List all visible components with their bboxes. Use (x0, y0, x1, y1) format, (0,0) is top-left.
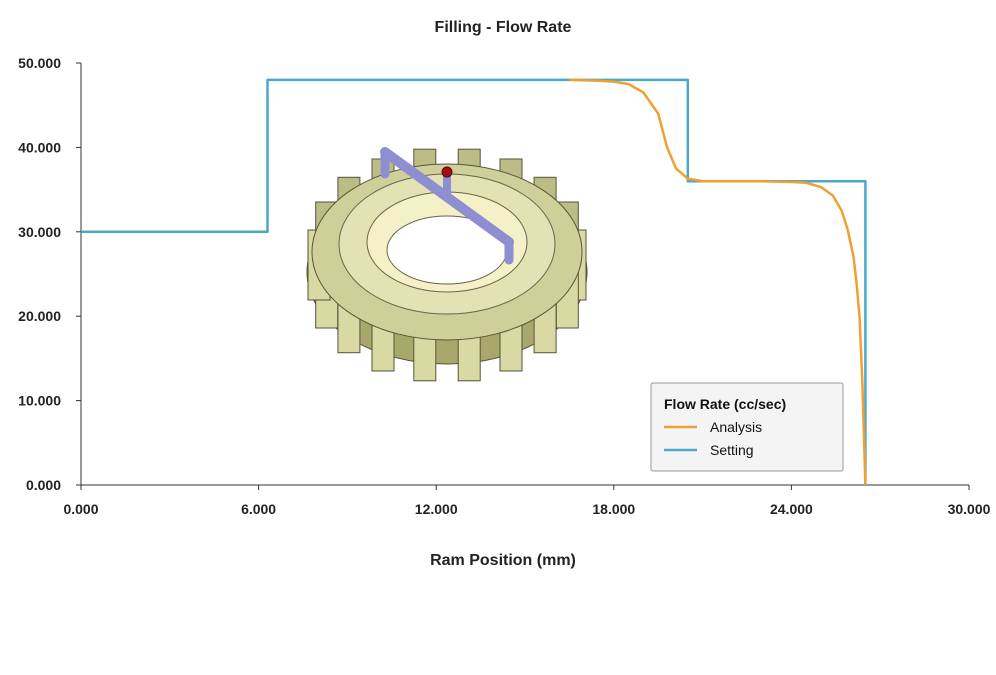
y-axis-ticks: 0.000 10.000 20.000 30.000 40.000 50.000 (18, 55, 81, 493)
x-tick-label: 6.000 (241, 501, 276, 517)
x-axis-ticks: 0.000 6.000 12.000 18.000 24.000 30.000 (63, 485, 991, 517)
legend-box (650, 382, 844, 472)
legend: Flow Rate (cc/sec) Analysis Setting (650, 382, 844, 472)
x-tick-label: 0.000 (63, 501, 98, 517)
legend-title: Flow Rate (cc/sec) (664, 396, 786, 412)
axes (80, 63, 969, 486)
x-tick-label: 30.000 (948, 501, 991, 517)
y-tick-label: 50.000 (18, 55, 61, 71)
x-tick-label: 18.000 (592, 501, 635, 517)
x-axis-label: Ram Position (mm) (430, 552, 576, 569)
series-line-setting (81, 78, 867, 485)
y-tick-label: 30.000 (18, 224, 61, 240)
chart-title: Filling - Flow Rate (435, 19, 572, 36)
gear-part-model-icon (306, 147, 588, 382)
series-layer (81, 78, 867, 486)
x-tick-label: 24.000 (770, 501, 813, 517)
series-line-analysis (569, 78, 867, 486)
y-tick-label: 20.000 (18, 308, 61, 324)
legend-label-analysis: Analysis (710, 419, 762, 435)
legend-label-setting: Setting (710, 442, 754, 458)
y-tick-label: 0.000 (26, 477, 61, 493)
y-tick-label: 40.000 (18, 139, 61, 155)
x-tick-label: 12.000 (415, 501, 458, 517)
y-tick-label: 10.000 (18, 393, 61, 409)
